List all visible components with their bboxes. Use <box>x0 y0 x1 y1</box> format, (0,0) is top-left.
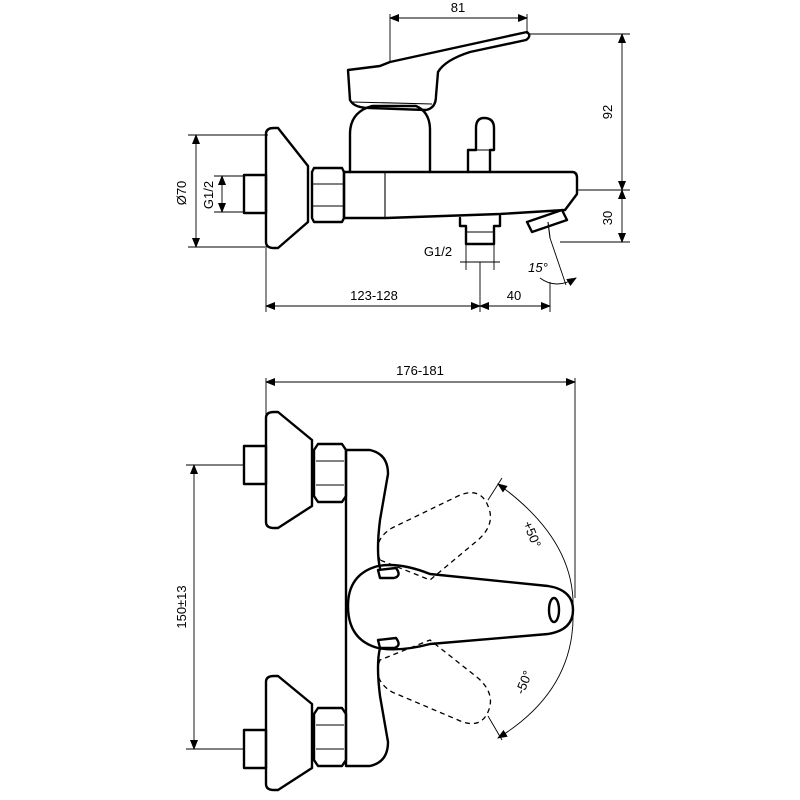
dim-spout-angle: 15° <box>528 260 548 275</box>
side-wall-flange <box>264 126 310 250</box>
side-diverter <box>466 116 496 174</box>
dim-outlet-to-spout: 40 <box>507 288 521 303</box>
side-spout <box>525 208 569 234</box>
dim-handle-height: 92 <box>600 105 615 119</box>
dim-overall-width: 176-181 <box>396 363 444 378</box>
top-inlet-lower <box>242 728 268 770</box>
side-lever-handle <box>346 30 531 112</box>
top-view: 176-181 +50° -50° 150±13 <box>174 363 576 792</box>
side-hex-nut <box>310 166 346 224</box>
dim-spout-offset: 30 <box>600 211 615 225</box>
rotation-position-minus <box>377 639 492 725</box>
dim-top-width: 81 <box>451 0 465 15</box>
side-outlet-fitting <box>458 214 502 246</box>
top-nut-upper <box>312 442 348 504</box>
side-body <box>342 170 579 220</box>
dim-wall-to-outlet: 123-128 <box>350 288 398 303</box>
top-flange-lower <box>264 674 314 792</box>
top-flange-upper <box>264 410 314 530</box>
dim-rotation-plus: +50° <box>520 519 544 550</box>
top-nut-lower <box>312 706 348 768</box>
top-lever-notch-lower <box>376 636 400 650</box>
side-view: 81 92 30 Ø70 G1/2 G1/2 15° 123- <box>174 0 630 312</box>
top-inlet-upper <box>242 444 268 486</box>
rotation-position-plus <box>377 492 492 581</box>
dim-centre-distance: 150±13 <box>174 585 189 628</box>
dim-rotation-minus: -50° <box>512 668 535 696</box>
top-lever-notch-upper <box>376 566 400 580</box>
dim-outlet-thread: G1/2 <box>424 244 452 259</box>
top-lever-tip <box>547 596 561 624</box>
dim-inlet-thread: G1/2 <box>201 181 216 209</box>
top-body <box>344 448 390 768</box>
dim-flange-diameter: Ø70 <box>174 181 189 206</box>
side-inlet-connector <box>242 173 268 215</box>
side-cartridge <box>348 104 432 174</box>
